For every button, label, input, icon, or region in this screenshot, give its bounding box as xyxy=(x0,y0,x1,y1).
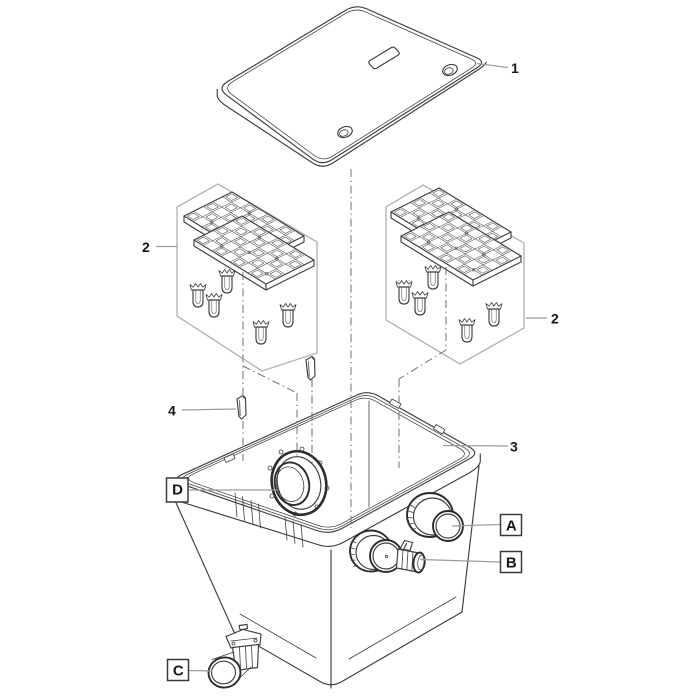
lid-thickness-edge xyxy=(216,61,487,167)
rim-tab xyxy=(433,424,446,435)
leader-c xyxy=(188,669,213,672)
rim-tab xyxy=(223,453,236,463)
filter-grate xyxy=(193,215,315,291)
fixing-pin xyxy=(424,265,442,290)
retainer-clip-part4 xyxy=(236,394,247,420)
callout-a: A xyxy=(506,518,517,535)
grate-set-right xyxy=(390,187,522,343)
leader-a xyxy=(451,523,501,527)
callout-box-c xyxy=(166,658,190,682)
callout-box-a xyxy=(499,513,523,537)
container-left-edge xyxy=(172,495,235,633)
container-body-fill xyxy=(170,390,480,687)
callouts: 1 2 2 3 4 A B C D xyxy=(142,60,559,682)
filter-grate xyxy=(400,211,522,287)
callout-c: C xyxy=(173,663,184,680)
fixing-pin xyxy=(205,293,223,318)
callout-2-right: 2 xyxy=(551,311,559,327)
fixing-pin xyxy=(252,320,270,345)
leader-b xyxy=(419,558,501,563)
container-bottom-edge xyxy=(233,611,463,686)
fixing-pin xyxy=(411,291,429,316)
fixing-pin xyxy=(279,303,297,328)
drain-tap-handle xyxy=(399,539,414,552)
fixing-pin xyxy=(189,283,207,308)
lid-outline xyxy=(221,6,483,164)
grate-set-right-boundary xyxy=(385,184,525,365)
grate-set-left-boundary xyxy=(176,183,318,372)
callout-d: D xyxy=(172,482,183,499)
lid xyxy=(216,6,487,167)
fixing-pin xyxy=(218,269,236,294)
callout-4: 4 xyxy=(168,403,176,419)
lid-inner-edge xyxy=(227,9,476,160)
callout-2-left: 2 xyxy=(142,239,150,255)
container-right-edge xyxy=(461,465,480,613)
lid-handle-slot xyxy=(368,46,400,70)
container-base-crease-right xyxy=(348,596,457,660)
container xyxy=(169,390,481,689)
callout-b: B xyxy=(506,555,517,572)
callout-1: 1 xyxy=(511,60,519,76)
callout-box-b xyxy=(499,550,523,574)
container-opening-lip xyxy=(188,397,465,528)
fixing-pin xyxy=(485,302,503,327)
retainer-clip-loose xyxy=(305,355,316,381)
fixing-pin xyxy=(395,280,413,305)
port-d-flange xyxy=(267,446,330,517)
fixing-pin xyxy=(458,318,476,343)
lid-hole-right xyxy=(442,63,458,77)
leader-1 xyxy=(476,62,509,69)
port-c-drain-valve xyxy=(207,623,262,689)
assembly-center-lines xyxy=(242,169,447,528)
leader-4 xyxy=(181,408,237,411)
callout-box-d xyxy=(165,477,189,503)
wall-ribs xyxy=(234,492,304,548)
grate-set-left xyxy=(183,191,315,345)
lid-hole-front xyxy=(337,125,353,139)
flange-screw-holes xyxy=(267,446,330,517)
leader-3 xyxy=(442,444,509,447)
container-base-crease-left xyxy=(239,613,317,659)
valve-top-tab xyxy=(238,623,249,631)
port-b xyxy=(349,529,426,574)
callout-3: 3 xyxy=(510,439,518,455)
